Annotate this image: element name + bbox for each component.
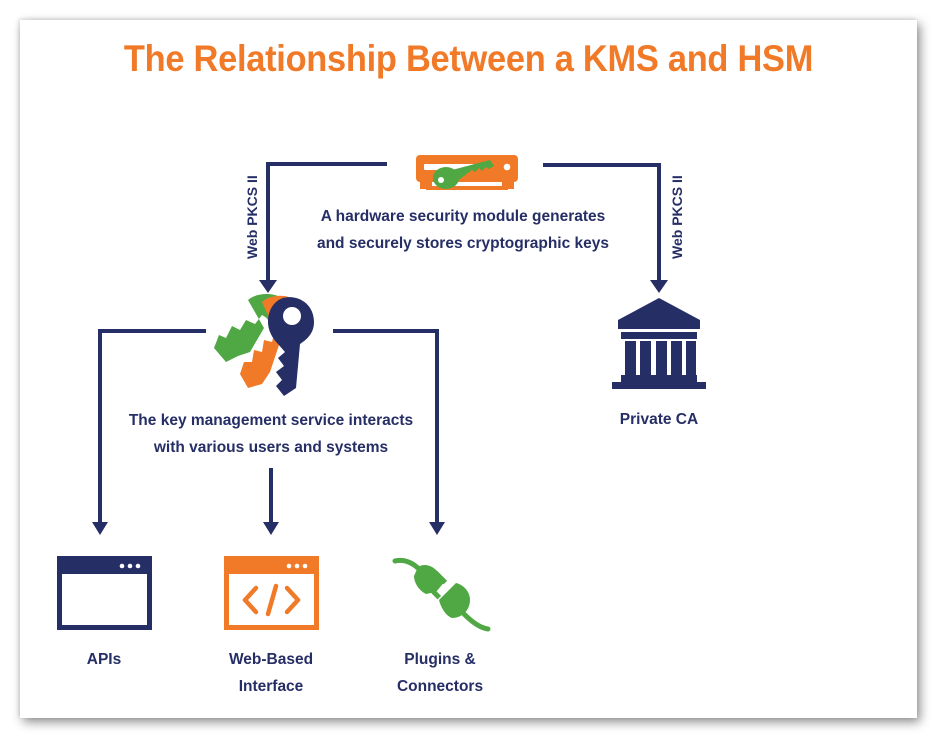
- kms-to-apis-connector: [92, 329, 206, 535]
- endpoint-plugins-label-line2: Connectors: [396, 678, 484, 695]
- kms-to-web-connector: [263, 468, 279, 535]
- plug-icon: [392, 557, 491, 632]
- hsm-description-line1: A hardware security module generates: [320, 208, 606, 225]
- browser-window-icon: [57, 556, 152, 630]
- endpoint-web-label: Web-Based Interface: [211, 646, 331, 700]
- endpoint-web-label-line2: Interface: [238, 678, 304, 695]
- endpoint-web-label-line1: Web-Based: [228, 651, 314, 668]
- page-title: The Relationship Between a KMS and HSM: [123, 38, 814, 79]
- kms-description-line2: with various users and systems: [153, 439, 389, 456]
- endpoint-apis-label: APIs: [44, 646, 164, 673]
- hsm-to-ca-connector: [543, 163, 668, 293]
- arrow-head: [650, 280, 668, 293]
- arrow-head: [429, 522, 445, 535]
- arrow-head: [92, 522, 108, 535]
- kms-to-plugins-connector: [333, 329, 445, 535]
- bank-building-icon: [612, 298, 706, 389]
- kms-description-line1: The key management service interacts: [128, 412, 414, 429]
- private-ca-label: Private CA: [619, 411, 699, 428]
- arrow-head: [263, 522, 279, 535]
- hsm-key-icon: [416, 155, 518, 190]
- arrow-head: [259, 280, 277, 293]
- hsm-description-line2: and securely stores cryptographic keys: [316, 235, 610, 252]
- keys-icon: [214, 294, 314, 396]
- hsm-description: A hardware security module generates and…: [293, 203, 633, 257]
- code-window-icon: [224, 556, 319, 630]
- right-connection-label: Web PKCS II: [669, 175, 685, 259]
- hsm-to-kms-connector: [259, 162, 387, 293]
- left-connection-label: Web PKCS II: [244, 175, 260, 259]
- endpoint-plugins-label: Plugins & Connectors: [380, 646, 500, 700]
- endpoint-plugins-label-line1: Plugins &: [404, 651, 476, 668]
- endpoint-apis-label-line1: APIs: [86, 651, 122, 668]
- kms-description: The key management service interacts wit…: [101, 407, 441, 461]
